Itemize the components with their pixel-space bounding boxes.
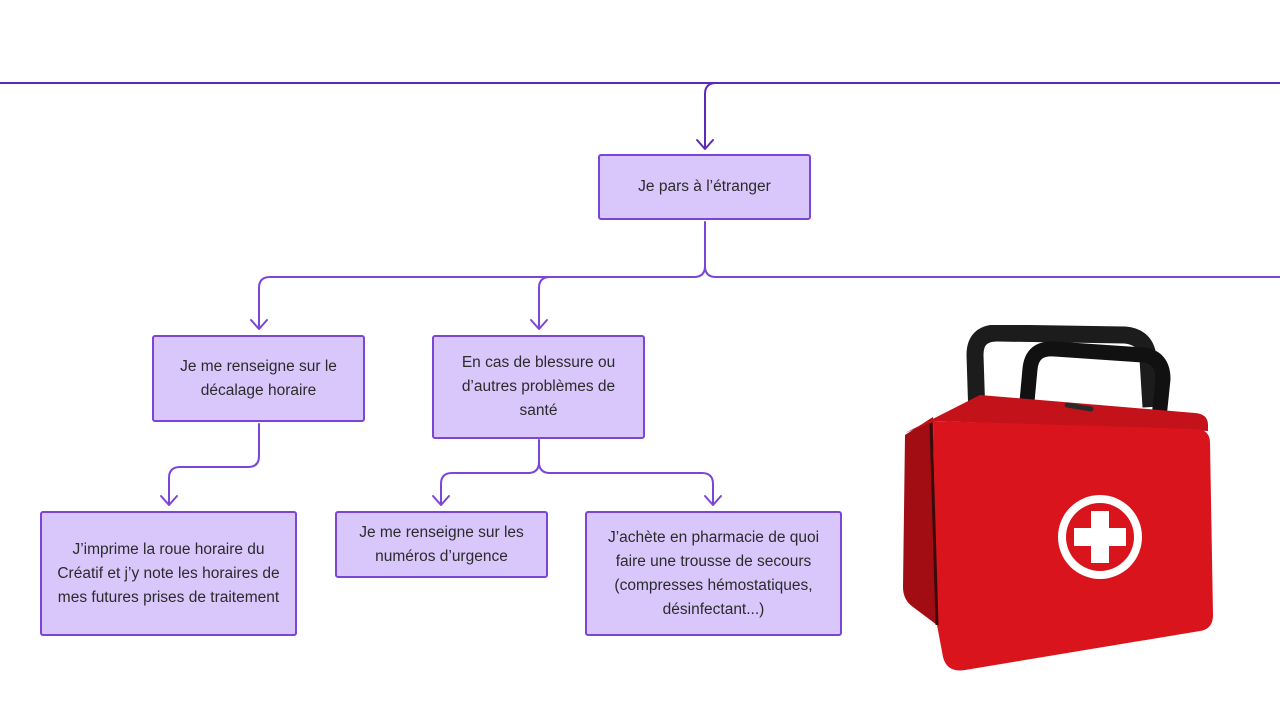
node-root-label: Je pars à l’étranger [638,178,771,195]
node-emergency-numbers: Je me renseigne sur les numéros d’urgenc… [335,511,548,578]
connector-to-root [704,82,717,149]
node-injury-label: En cas de blessure ou d’autres problèmes… [461,354,616,419]
connector-root-right [704,265,1280,278]
node-print-wheel-label: J’imprime la roue horaire du Créatif et … [57,540,280,606]
kit-zipper-pull [1064,402,1094,412]
connector-injury-split [440,439,540,505]
kit-handle-front [1015,341,1171,446]
arrowhead-kit [704,495,722,506]
node-timezone: Je me renseigne sur le décalage horaire [152,335,365,422]
connector-root-split [258,221,706,329]
arrowhead-timezone [250,319,268,330]
node-injury: En cas de blessure ou d’autres problèmes… [432,335,645,439]
node-emergency-numbers-label: Je me renseigne sur les numéros d’urgenc… [359,523,524,565]
arrowhead-injury [530,319,548,330]
connector-timezone-to-wheel [168,423,260,505]
kit-top [905,395,1208,433]
kit-zipper [929,422,939,626]
arrowhead-wheel [160,495,178,506]
node-first-aid-kit: J’achète en pharmacie de quoi faire une … [585,511,842,636]
kit-cross [1074,511,1126,563]
node-print-wheel: J’imprime la roue horaire du Créatif et … [40,511,297,636]
arrowhead-emergency [432,495,450,506]
connector-injury-right [538,461,714,505]
node-root: Je pars à l’étranger [598,154,811,220]
node-first-aid-kit-label: J’achète en pharmacie de quoi faire une … [607,528,820,618]
connector-root-to-injury [538,276,551,329]
kit-side [903,417,937,625]
first-aid-kit-icon [903,325,1213,671]
node-timezone-label: Je me renseigne sur le décalage horaire [180,357,337,399]
arrowhead-root [696,139,714,150]
